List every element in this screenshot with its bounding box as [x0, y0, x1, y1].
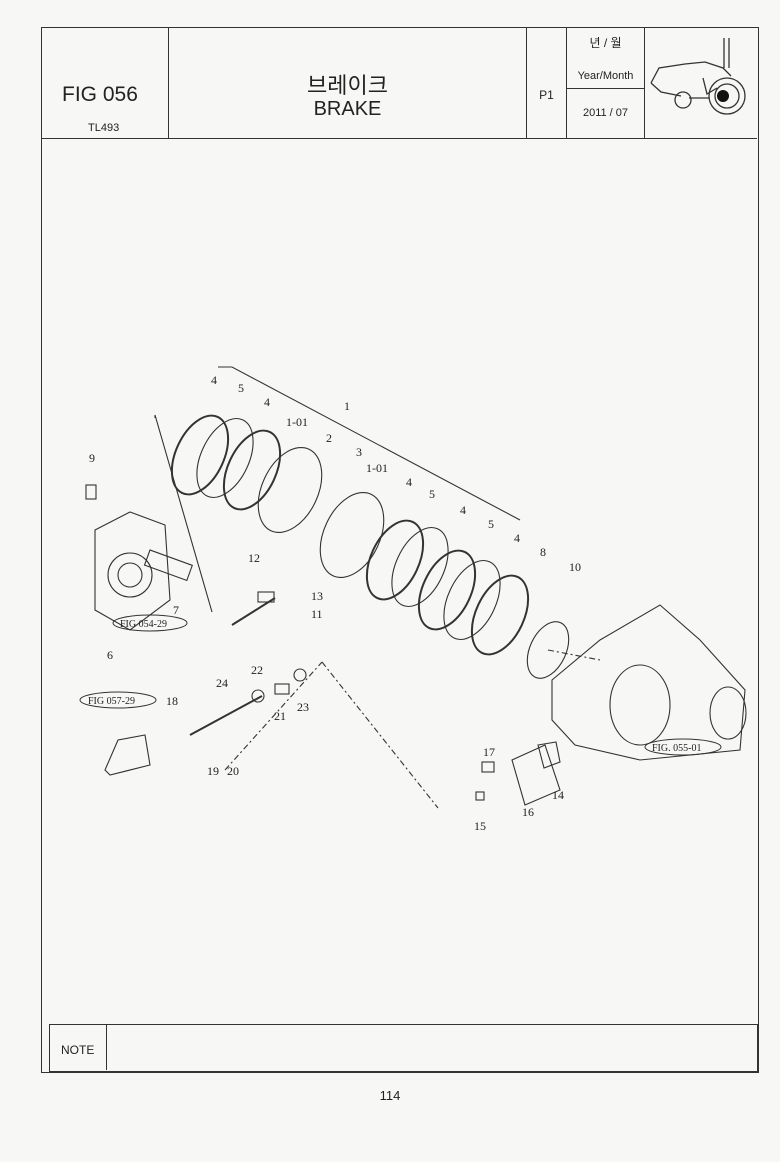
centerline-2	[224, 661, 323, 771]
callout-label: 14	[552, 788, 564, 802]
figure-cell: FIG 056 TL493	[42, 28, 169, 138]
callout-label: 4	[406, 475, 412, 489]
shaft-pin	[143, 549, 193, 582]
date-cell: 년 / 월 Year/Month 2011 / 07	[567, 28, 645, 138]
bolt-9	[85, 484, 97, 500]
callout-label: 22	[251, 663, 263, 677]
centerline-1	[321, 661, 439, 809]
brake-pedal-arm	[104, 734, 151, 776]
upper-bracket-line	[218, 366, 521, 521]
callout-label: 11	[311, 607, 323, 621]
date-label-english: Year/Month	[577, 70, 634, 82]
steel-plate-5b	[391, 527, 449, 607]
callout-label: 1-01	[366, 461, 388, 475]
callout-label: 6	[107, 648, 113, 662]
callout-label: 16	[522, 805, 534, 819]
figure-references: FIG 054-29 FIG 057-29 FIG. 055-01	[79, 614, 722, 756]
tractor-icon	[650, 38, 746, 115]
friction-disc-4a	[170, 414, 230, 496]
callout-label: 20	[227, 764, 239, 778]
callout-label: 4	[514, 531, 520, 545]
actuator-plate-1-01a	[257, 446, 323, 534]
cover-plate-16	[511, 744, 561, 806]
callout-label: 13	[311, 589, 323, 603]
parts-sheet: FIG 056 TL493 브레이크 BRAKE P1 년 / 월 Year/M…	[41, 27, 759, 1073]
callout-label: 24	[216, 676, 228, 690]
fig-ref-054-29: FIG 054-29	[120, 619, 167, 630]
callout-label: 4	[211, 373, 217, 387]
callout-label: 7	[173, 603, 179, 617]
date-label-korean: 년 / 월	[589, 36, 622, 50]
callout-label: 17	[483, 745, 495, 759]
callout-label: 9	[89, 451, 95, 465]
callout-label: 19	[207, 764, 219, 778]
washer-15	[475, 791, 485, 801]
callout-label: 23	[297, 700, 309, 714]
bolt-17	[481, 761, 495, 773]
callout-label: 4	[460, 503, 466, 517]
callout-label: 3	[356, 445, 362, 459]
callout-label: 5	[238, 381, 244, 395]
callout-label: 5	[429, 487, 435, 501]
fig-ref-055-01: FIG. 055-01	[652, 743, 701, 754]
callout-label: 4	[264, 395, 270, 409]
note-row: NOTE	[49, 1024, 758, 1072]
fig-ref-057-29: FIG 057-29	[88, 696, 135, 707]
snap-ring-10	[526, 621, 570, 679]
callout-label: 21	[274, 709, 286, 723]
friction-disc-4e	[470, 574, 530, 656]
date-value: 2011 / 07	[582, 107, 629, 119]
callout-label: 1-01	[286, 415, 308, 429]
page-code: P1	[539, 88, 554, 102]
boot-14	[537, 741, 561, 769]
callout-label: 18	[166, 694, 178, 708]
callout-label: 2	[326, 431, 332, 445]
callout-labels: 4 5 4 1-01 1 2 3 1-01 4 5 4 5 4 8 10 9 1…	[89, 373, 581, 833]
friction-disc-4b	[222, 429, 282, 511]
friction-disc-4c	[365, 519, 425, 601]
title-cell: 브레이크 BRAKE	[169, 28, 527, 138]
title-english: BRAKE	[313, 98, 382, 120]
brake-rod-24	[189, 695, 263, 736]
figure-number: FIG 056	[62, 83, 138, 106]
transmission-case	[551, 604, 746, 761]
model-code: TL493	[88, 122, 120, 134]
date-divider	[567, 88, 644, 89]
callout-label: 12	[248, 551, 260, 565]
friction-disc-4d	[417, 549, 477, 631]
title-block: FIG 056 TL493 브레이크 BRAKE P1 년 / 월 Year/M…	[42, 28, 757, 139]
left-bracket-line	[154, 414, 213, 613]
tractor-thumbnail-cell	[645, 28, 757, 138]
title-korean: 브레이크	[307, 73, 388, 98]
page-number: 114	[379, 1088, 401, 1103]
page-code-cell: P1	[527, 28, 567, 138]
note-label-cell: NOTE	[50, 1025, 107, 1070]
note-label: NOTE	[61, 1043, 95, 1057]
callout-label: 5	[488, 517, 494, 531]
brake-housing-plate	[94, 511, 171, 631]
actuator-plate-1-01b	[319, 491, 385, 579]
callout-label: 1	[344, 399, 350, 413]
callout-label: 15	[474, 819, 486, 833]
steel-plate-5c	[443, 560, 501, 640]
centerline-3	[547, 649, 601, 661]
callout-label: 8	[540, 545, 546, 559]
callout-label: 10	[569, 560, 581, 574]
brake-lever-11	[257, 591, 275, 603]
steel-plate-5a	[196, 418, 254, 498]
